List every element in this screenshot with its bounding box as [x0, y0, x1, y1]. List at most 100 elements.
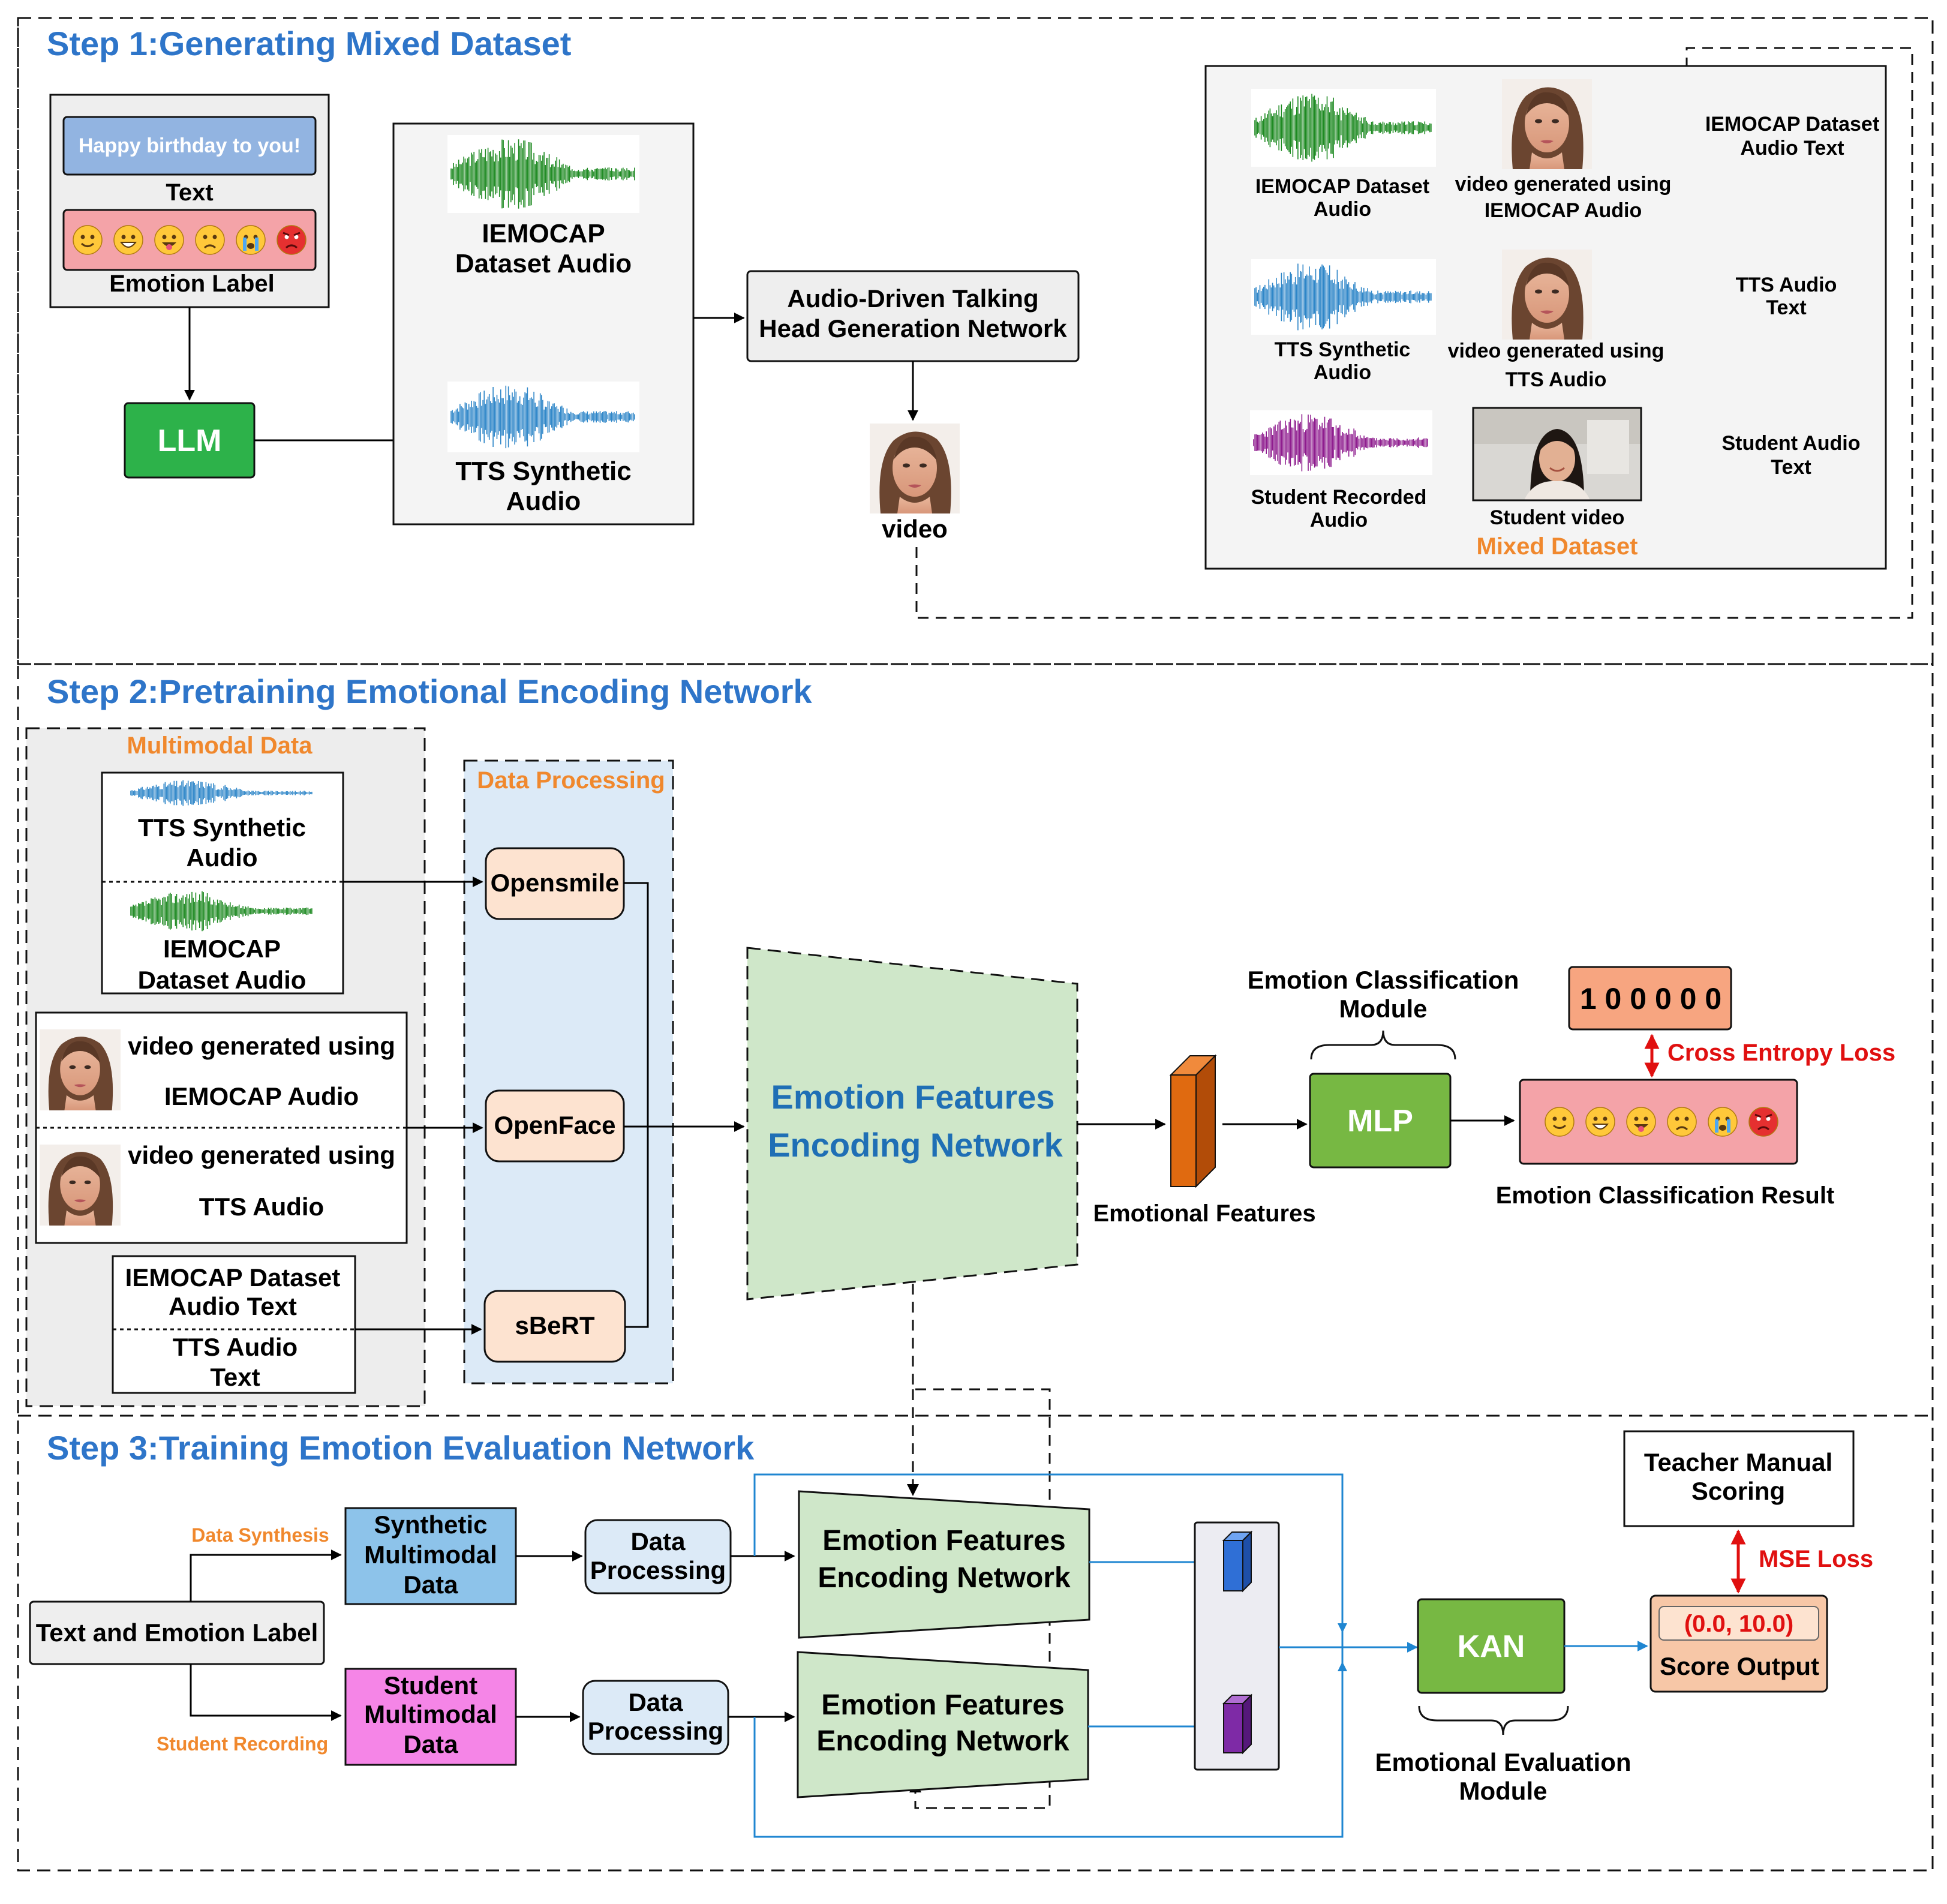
mixed-r2-text-line1: TTS Audio — [1736, 274, 1837, 296]
student-data-box — [344, 1668, 517, 1766]
emoji-angry-icon — [277, 225, 307, 255]
student-feature-block — [1222, 1693, 1253, 1755]
s2-txt1-line2: Audio Text — [169, 1292, 297, 1320]
s2-input-arrows — [343, 876, 745, 1335]
synthetic-data-box — [344, 1507, 517, 1605]
s2-face-1 — [40, 1029, 121, 1110]
s3-encoder-bottom-line2: Encoding Network — [816, 1725, 1069, 1757]
mixed-r2-video-line1: video generated using — [1448, 340, 1664, 362]
s2-vid2-line1: video generated using — [128, 1141, 395, 1169]
ecm-line2: Module — [1339, 995, 1428, 1023]
iemocap-audio-line1: IEMOCAP — [482, 219, 605, 248]
emoji-tongue-icon — [1626, 1107, 1656, 1137]
mixed-tts-waveform — [1251, 259, 1436, 335]
step3-title: Step 3:Training Emotion Evaluation Netwo… — [47, 1429, 755, 1467]
mixed-student-waveform — [1250, 410, 1432, 475]
emoji-sad-icon — [195, 225, 225, 255]
data-processing-title: Data Processing — [477, 767, 665, 794]
eem-line2: Module — [1459, 1777, 1548, 1805]
score-range-label: (0.0, 10.0) — [1684, 1611, 1793, 1637]
stud-line2: Multimodal — [364, 1700, 497, 1728]
text-label: Text — [166, 179, 213, 206]
onehot-box — [1568, 966, 1732, 1031]
step1-section: Happy birthday to you! Text Emotion Labe… — [49, 47, 1913, 619]
s2-txt2-line1: TTS Audio — [173, 1333, 298, 1361]
stud-line1: Student — [384, 1671, 477, 1699]
s2-tts-line2: Audio — [187, 843, 258, 872]
iemocap-waveform — [447, 135, 639, 213]
student-recording-label: Student Recording — [157, 1733, 328, 1755]
blue-junction-top — [1338, 1623, 1347, 1633]
result-box — [1519, 1079, 1798, 1165]
s2-encoder-trapezoid — [746, 947, 1078, 1301]
teacher-line1: Teacher Manual — [1644, 1448, 1832, 1476]
emoji-cry-icon — [1708, 1107, 1738, 1137]
s2-iem-line2: Dataset Audio — [138, 966, 307, 994]
s2-encoder-line1: Emotion Features — [771, 1078, 1055, 1116]
weight-share-arrow-1 — [907, 1484, 919, 1496]
mixed-r1-text-line1: IEMOCAP Dataset — [1705, 113, 1879, 136]
openface-label: OpenFace — [494, 1111, 615, 1139]
s2-vid2-line2: TTS Audio — [199, 1193, 324, 1221]
audio-sources-card — [101, 771, 344, 995]
s2-txt2-line2: Text — [210, 1363, 260, 1391]
mixed-r3-audio-line1: Student Recorded — [1251, 486, 1427, 509]
text-sources-card — [112, 1255, 356, 1394]
waveform-trace — [1254, 263, 1432, 331]
waveform-trace — [450, 385, 635, 449]
iemocap-audio-line2: Dataset Audio — [455, 249, 632, 278]
mixed-dataset-caption: Mixed Dataset — [1477, 533, 1638, 560]
s2-face-2 — [40, 1145, 121, 1226]
waveform-background — [127, 888, 317, 935]
mixed-r3-audio-line2: Audio — [1310, 509, 1368, 531]
s2-tts-line1: TTS Synthetic — [138, 813, 306, 842]
eem-line1: Emotional Evaluation — [1375, 1748, 1631, 1776]
emoji-strip — [62, 209, 317, 271]
emotion-label-text: Emotion Label — [109, 271, 275, 297]
mixed-r1-audio-line1: IEMOCAP Dataset — [1255, 175, 1429, 198]
emoji-smile-icon — [1545, 1107, 1575, 1137]
s3-encoder-bottom-line1: Emotion Features — [821, 1689, 1064, 1721]
s2-tts-waveform — [127, 777, 317, 809]
mixed-r1-audio-line2: Audio — [1314, 198, 1371, 221]
s3-input-routing — [190, 1549, 342, 1721]
mixed-r2-face — [1502, 250, 1592, 340]
eem-brace — [1418, 1705, 1569, 1735]
s2-iem-line1: IEMOCAP — [163, 935, 281, 963]
text-emotion-input-box — [29, 1600, 325, 1665]
s2-vid1-line1: video generated using — [128, 1032, 395, 1060]
teacher-scoring-box — [1623, 1430, 1855, 1527]
onehot-label: 1 0 0 0 0 0 — [1580, 982, 1721, 1016]
score-output-label: Score Output — [1660, 1652, 1819, 1680]
emoji-angry-icon — [1748, 1107, 1778, 1137]
mixed-iemocap-waveform — [1251, 89, 1436, 167]
student-video-photo — [1472, 407, 1642, 501]
mixed-r1-video-line1: video generated using — [1455, 173, 1672, 196]
emoji-set-s2 — [1545, 1107, 1778, 1137]
waveform-trace — [130, 891, 313, 932]
waveform-background — [127, 777, 317, 809]
emoji-cry-icon — [236, 225, 266, 255]
stud-line3: Data — [403, 1730, 458, 1758]
waveform-trace — [450, 139, 635, 209]
mixed-r2-text-line2: Text — [1766, 296, 1806, 319]
s2-encoder-line2: Encoding Network — [768, 1126, 1063, 1164]
step3-section: Text and Emotion Label Data Synthesis St… — [29, 1430, 1873, 1838]
tts-audio-line2: Audio — [506, 486, 581, 516]
mixed-r2-audio-line2: Audio — [1314, 361, 1371, 384]
emoji-grin-icon — [1585, 1107, 1615, 1137]
happy-text-bubble — [62, 116, 317, 176]
video-face-image — [870, 424, 960, 513]
emoji-grin-icon — [113, 225, 143, 255]
result-label: Emotion Classification Result — [1496, 1182, 1835, 1209]
s3-encoder-bottom — [797, 1651, 1089, 1798]
data-synthesis-label: Data Synthesis — [191, 1524, 329, 1546]
emoji-smile-icon — [73, 225, 103, 255]
text-emotion-input-label: Text and Emotion Label — [36, 1618, 319, 1647]
llm-label: LLM — [158, 424, 222, 458]
dp-top-line2: Processing — [590, 1556, 726, 1584]
step-frames — [17, 17, 1934, 1872]
score-range-pill — [1658, 1606, 1819, 1641]
mixed-r3-video: Student video — [1490, 506, 1625, 529]
